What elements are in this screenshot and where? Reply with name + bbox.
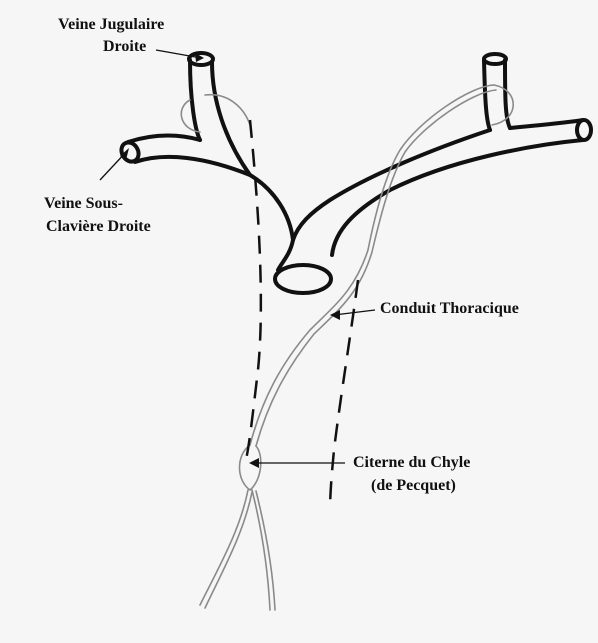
- right-lymphatic-duct: [205, 95, 250, 125]
- lower-trunk-right-b: [256, 491, 275, 610]
- right-jugular-vein: [190, 60, 200, 140]
- duct-outer: [250, 85, 494, 445]
- left-jugular-vein: [484, 60, 490, 130]
- label-cisterna-line1: Citerne du Chyle: [353, 452, 470, 473]
- label-jugular-vein-line1: Veine Jugulaire: [58, 14, 164, 35]
- lower-trunk-left-b: [205, 492, 252, 608]
- venous-system: [118, 53, 591, 293]
- leaders: [100, 50, 375, 463]
- cisterna-arrowhead: [249, 458, 259, 468]
- label-subclavian-vein-line1: Veine Sous-: [44, 193, 123, 214]
- right-subclavian-upper: [128, 136, 200, 142]
- left-brachiocephalic-lower: [510, 120, 583, 128]
- dashed-outline: [246, 120, 358, 510]
- lower-trunk-left: [200, 490, 248, 605]
- label-jugular-vein-line2: Droite: [103, 36, 146, 57]
- cisterna-chyli: [240, 445, 261, 490]
- lower-trunk-right: [252, 490, 270, 610]
- left-subclavian-opening: [577, 120, 591, 140]
- label-subclavian-vein-line2: Clavière Droite: [46, 216, 151, 237]
- right-subclavian-lower: [135, 157, 293, 240]
- left-subclavian-lower: [332, 140, 583, 255]
- label-cisterna-line2: (de Pecquet): [371, 475, 456, 496]
- right-jugular-vein-inner: [212, 62, 250, 175]
- label-thoracic-duct: Conduit Thoracique: [380, 298, 519, 319]
- arrowheads: [120, 53, 340, 468]
- duct-left-hook: [492, 85, 513, 125]
- left-jugular-opening: [484, 54, 506, 64]
- superior-vena-cava-opening: [275, 265, 331, 293]
- left-brachiocephalic-upper: [293, 130, 490, 240]
- thoracic-arrowhead: [330, 310, 340, 320]
